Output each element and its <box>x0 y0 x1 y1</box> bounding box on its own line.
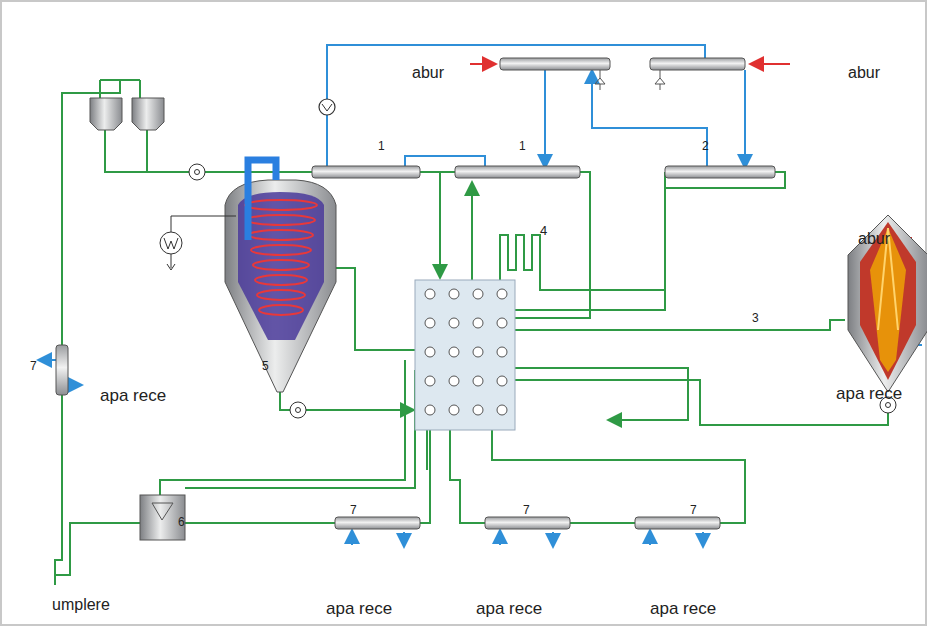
valve-symbol <box>425 405 435 415</box>
process-label: abur <box>412 64 444 82</box>
callout-number: 7 <box>30 360 37 373</box>
valve-symbol <box>473 405 483 415</box>
coil-winding <box>251 245 311 255</box>
callout-number: 7 <box>523 504 530 517</box>
valve-symbol <box>497 347 507 357</box>
valve-symbol <box>473 289 483 299</box>
valve-symbol <box>449 347 459 357</box>
process-label: apa rece <box>476 600 542 619</box>
process-label: apa rece <box>836 385 902 404</box>
valve-symbol <box>425 347 435 357</box>
process-label: apa rece <box>650 600 716 619</box>
coil-winding <box>259 305 303 315</box>
callout-number: 1 <box>378 140 385 153</box>
valve-symbol <box>425 318 435 328</box>
coil-winding <box>257 290 305 300</box>
coil-winding <box>253 260 309 270</box>
valve-symbol <box>497 318 507 328</box>
process-label: abur <box>858 230 890 248</box>
valve-symbol <box>473 347 483 357</box>
valve-symbol <box>449 405 459 415</box>
valve-symbol <box>425 289 435 299</box>
callout-number: 7 <box>350 504 357 517</box>
process-label: apa rece <box>326 600 392 619</box>
callout-number: 1 <box>519 140 526 153</box>
callout-number: 6 <box>178 516 185 529</box>
coil-winding <box>247 215 315 225</box>
callout-number: 2 <box>702 140 709 153</box>
valve-symbol <box>473 376 483 386</box>
valve-symbol <box>497 376 507 386</box>
valve-symbol <box>497 405 507 415</box>
valve-symbol <box>449 318 459 328</box>
callout-number: 5 <box>262 360 269 373</box>
valve-symbol <box>425 376 435 386</box>
coil-winding <box>245 200 317 210</box>
callout-number: 3 <box>752 312 759 325</box>
callout-number: 7 <box>690 504 697 517</box>
valve-symbol <box>449 289 459 299</box>
valve-symbol <box>473 318 483 328</box>
valve-symbol <box>449 376 459 386</box>
coil-winding <box>255 275 307 285</box>
process-label: abur <box>848 64 880 82</box>
coil-winding <box>249 230 313 240</box>
valve-symbol <box>497 289 507 299</box>
process-label: umplere <box>52 596 110 614</box>
process-label: apa rece <box>100 387 166 406</box>
callout-number: 4 <box>540 224 547 238</box>
